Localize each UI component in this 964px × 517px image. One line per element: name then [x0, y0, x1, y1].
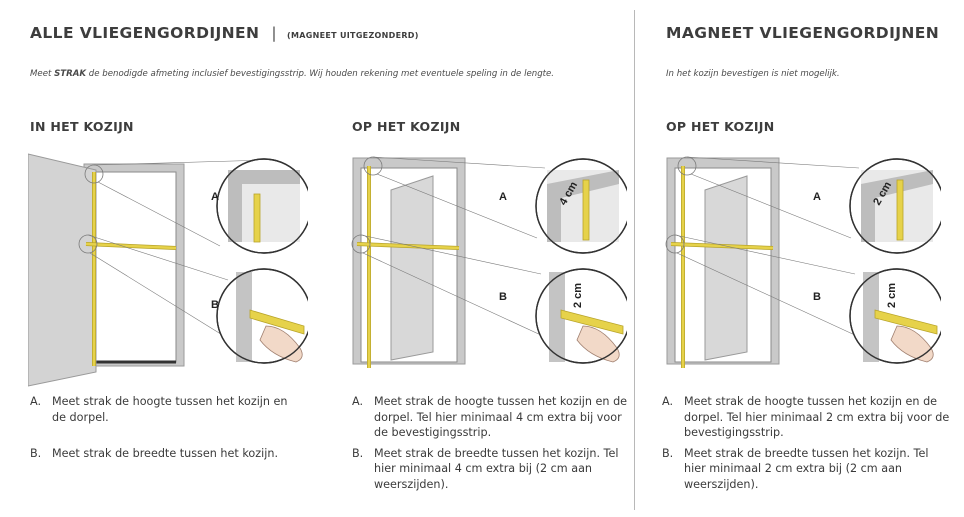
step-letter: A. — [352, 395, 364, 408]
steps-op-het-kozijn: A. Meet strak de hoogte tussen het kozij… — [352, 394, 630, 492]
intro-pre: Meet — [30, 69, 55, 79]
measuring-tape — [356, 166, 460, 368]
door-frame — [83, 163, 185, 367]
callout-b: 2 cm B — [813, 268, 941, 364]
step-a: A. Meet strak de hoogte tussen het kozij… — [662, 394, 952, 441]
step-a: A. Meet strak de hoogte tussen het kozij… — [30, 394, 300, 425]
callout-b-label: B — [499, 291, 507, 303]
callout-connectors — [87, 159, 269, 337]
steps-magneet-op-het-kozijn: A. Meet strak de hoogte tussen het kozij… — [662, 394, 952, 492]
step-letter: B. — [352, 446, 364, 460]
callout-connectors — [674, 156, 860, 337]
step-letter: B. — [662, 446, 674, 460]
step-b: B. Meet strak de breedte tussen het kozi… — [352, 446, 630, 493]
callout-a: 2 cm A — [813, 158, 941, 254]
heading-op-het-kozijn: OP HET KOZIJN — [352, 119, 461, 134]
step-text: Meet strak de breedte tussen het kozijn.… — [684, 446, 929, 491]
callout-b: B — [211, 268, 308, 364]
callout-a-label: A — [211, 191, 219, 203]
callout-a: A — [211, 158, 308, 254]
page-title: ALLE VLIEGENGORDIJNEN | (MAGNEET UITGEZOND… — [30, 24, 419, 42]
door-panel — [390, 175, 434, 361]
illustration-magneet-op-het-kozijn: 2 cm A 2 cm B — [665, 156, 941, 368]
step-letter: A. — [662, 395, 674, 408]
main-title-text: ALLE VLIEGENGORDIJNEN — [30, 24, 260, 42]
step-letter: B. — [30, 447, 42, 460]
heading-op-het-kozijn-magnet: OP HET KOZIJN — [666, 119, 775, 134]
callout-b-measure: 2 cm — [886, 283, 898, 308]
door-panel — [704, 175, 748, 361]
measuring-tape — [670, 166, 774, 368]
callout-b: 2 cm B — [499, 268, 627, 364]
magnet-title: MAGNEET VLIEGENGORDIJNEN — [666, 24, 940, 42]
measuring-tape — [85, 172, 177, 366]
step-text: Meet strak de hoogte tussen het kozijn e… — [684, 395, 950, 439]
title-separator: | — [271, 24, 278, 42]
magnet-intro: In het kozijn bevestigen is niet mogelij… — [666, 69, 840, 79]
steps-in-het-kozijn: A. Meet strak de hoogte tussen het kozij… — [30, 394, 300, 462]
step-b: B. Meet strak de breedte tussen het kozi… — [662, 446, 952, 493]
step-letter: A. — [30, 395, 42, 408]
door-panel — [28, 153, 97, 387]
callout-a: 4 cm A — [499, 158, 627, 254]
section-divider — [634, 10, 635, 510]
callout-connectors — [360, 156, 546, 337]
callout-b-label: B — [813, 291, 821, 303]
illustration-op-het-kozijn: 4 cm A 2 cm B — [351, 156, 627, 368]
step-text: Meet strak de hoogte tussen het kozijn e… — [374, 395, 628, 439]
callout-b-label: B — [211, 299, 219, 311]
callout-a-label: A — [813, 191, 821, 203]
step-text: Meet strak de hoogte tussen het kozijn e… — [52, 395, 288, 424]
step-b: B. Meet strak de breedte tussen het kozi… — [30, 446, 300, 462]
step-a: A. Meet strak de hoogte tussen het kozij… — [352, 394, 630, 441]
step-text: Meet strak de breedte tussen het kozijn.… — [374, 446, 619, 491]
step-text: Meet strak de breedte tussen het kozijn. — [52, 447, 278, 460]
intro-post: de benodigde afmeting inclusief bevestig… — [86, 69, 555, 79]
intro-emphasis: STRAK — [54, 69, 87, 79]
intro-text: Meet STRAK de benodigde afmeting inclusi… — [30, 69, 554, 79]
callout-a-label: A — [499, 191, 507, 203]
main-subtitle: (MAGNEET UITGEZONDERD) — [287, 31, 419, 40]
illustration-in-het-kozijn: A B — [28, 153, 308, 387]
heading-in-het-kozijn: IN HET KOZIJN — [30, 119, 134, 134]
callout-b-measure: 2 cm — [572, 283, 584, 308]
